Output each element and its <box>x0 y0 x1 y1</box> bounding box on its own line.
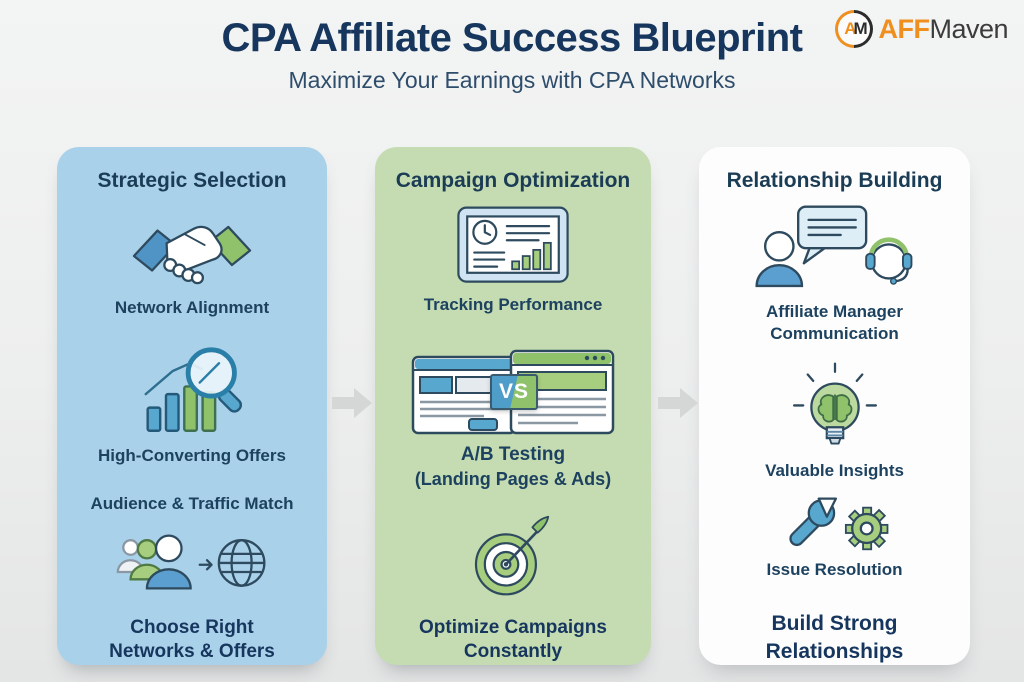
target-icon <box>474 515 550 596</box>
page-subtitle: Maximize Your Earnings with CPA Networks <box>288 67 736 93</box>
card-strategic-selection: Strategic Selection Network Alignment Hi… <box>57 147 327 665</box>
item-label: Network Alignment <box>114 297 270 317</box>
header: CPA Affiliate Success Blueprint Maximize… <box>0 16 1024 94</box>
right-arrow-icon <box>658 388 698 418</box>
item-label: Audience & Traffic Match <box>90 493 294 513</box>
brand-logo-icon: AM <box>835 10 874 48</box>
item-label: Valuable Insights <box>765 461 904 481</box>
browser-b-icon <box>509 350 615 435</box>
card-title: Strategic Selection <box>97 169 287 192</box>
card-relationship-building: Relationship Building Affiliate Manager … <box>699 147 970 665</box>
card-footer: Build Strong Relationships <box>765 612 904 663</box>
brand-name-bold: AFF <box>878 13 930 44</box>
item-label: Tracking Performance <box>423 295 603 315</box>
item-label: Affiliate Manager Communication <box>766 302 903 343</box>
card-title: Relationship Building <box>726 169 943 192</box>
item-label: A/B Testing <box>460 443 566 465</box>
card-footer: Choose Right Networks & Offers <box>109 616 275 663</box>
item-sublabel: (Landing Pages & Ads) <box>414 469 612 490</box>
brand-name-rest: Maven <box>929 13 1008 44</box>
vs-badge: VS <box>490 374 538 411</box>
dashboard-icon <box>457 206 569 283</box>
right-arrow-icon <box>332 388 372 418</box>
insight-bulb-icon <box>792 362 877 445</box>
logo-monogram-a: A <box>844 19 856 38</box>
item-label: High-Converting Offers <box>98 446 286 466</box>
logo-monogram-m: M <box>853 19 868 38</box>
communication-icon <box>754 205 912 288</box>
magnifier-chart-icon <box>144 347 243 432</box>
brand-logo: AM AFFMaven <box>835 10 1008 48</box>
audience-globe-icon <box>116 534 266 590</box>
card-title: Campaign Optimization <box>395 169 631 192</box>
page-title: CPA Affiliate Success Blueprint <box>221 16 803 60</box>
wrench-gear-icon <box>788 497 888 551</box>
card-campaign-optimization: Campaign Optimization Tracking Performan… <box>375 147 651 665</box>
ab-testing-icon: VS <box>411 347 615 435</box>
handshake-icon <box>132 225 252 285</box>
item-label: Issue Resolution <box>766 560 903 580</box>
card-footer: Optimize Campaigns Constantly <box>419 616 607 663</box>
